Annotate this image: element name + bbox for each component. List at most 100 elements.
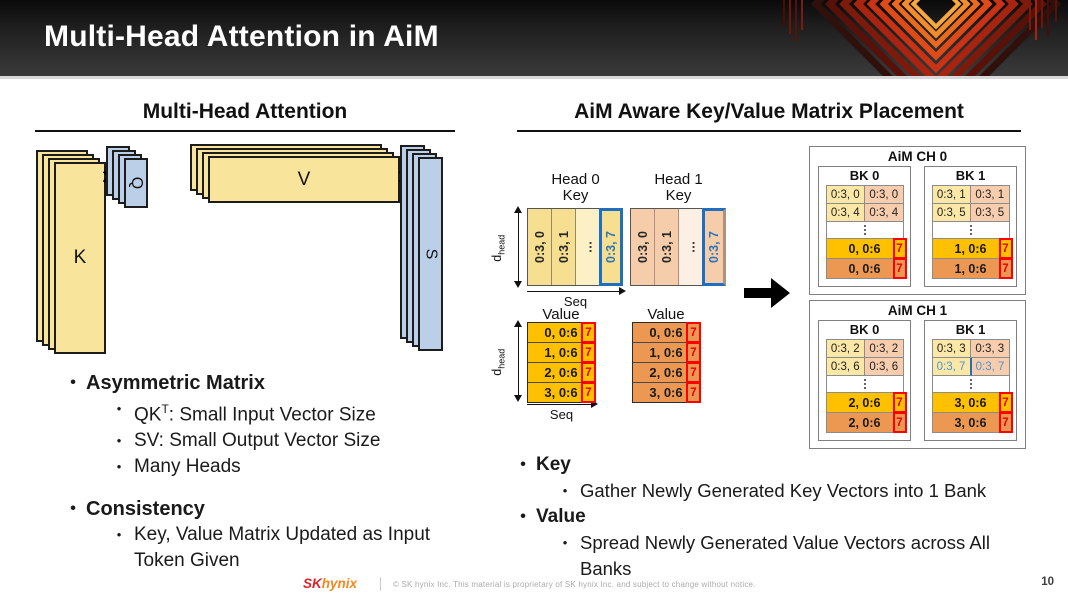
vertical-ellipsis-icon [932, 376, 1009, 393]
bullet-subitem: • Key, Value Matrix Updated as Input Tok… [104, 522, 434, 574]
bank-cell: 0:3, 4 [865, 204, 903, 222]
table-row: 0:3, 2 0:3, 2 [826, 340, 903, 358]
dhead-axis-label: dhead [489, 234, 507, 262]
bank-cell: 0:3, 3 [932, 340, 971, 358]
matrix-label-s: S [422, 248, 440, 260]
page-title: Multi-Head Attention in AiM [44, 20, 439, 53]
matrix-label-k: K [73, 247, 87, 268]
bank-title: BK 1 [955, 168, 986, 183]
bullet-icon: • [562, 535, 568, 550]
table-row: 0:3, 6 0:3, 6 [826, 358, 903, 376]
bullet-text: Key, Value Matrix Updated as Input Token… [134, 524, 431, 572]
key-col: 0:3, 0 [528, 209, 552, 285]
bullet-text: Asymmetric Matrix [86, 372, 265, 394]
dhead-axis-icon [514, 206, 522, 288]
bank-cell: 0:3, 6 [865, 358, 903, 376]
matrix-label-q: Q [127, 176, 145, 190]
bank-cell: 0:3, 1 [932, 186, 971, 204]
bullet-text: Spread Newly Generated Value Vectors acr… [580, 532, 990, 579]
left-bullet-list: • Asymmetric Matrix • QKT: Small Input V… [60, 370, 480, 574]
bank-cell: 0:3, 0 [826, 186, 865, 204]
page-number: 10 [1041, 576, 1054, 588]
bullet-subitem: • SV: Small Output Vector Size [104, 428, 480, 454]
bank-title: BK 0 [849, 322, 880, 337]
seq-axis-label: Seq [549, 407, 574, 422]
bank-cell: 0:3, 6 [826, 358, 865, 376]
key-col: … [576, 209, 600, 285]
key-col: 0:3, 0 [631, 209, 655, 285]
bullet-icon: • [70, 374, 76, 391]
bullet-subitem: • Gather Newly Generated Key Vectors int… [550, 478, 1055, 504]
bank-cell: 0:3, 5 [932, 204, 971, 222]
head1-key-matrix: 0:3, 0 0:3, 1 … 0:3, 7 [630, 208, 726, 286]
bullet-icon: • [520, 456, 526, 473]
bullet-icon: • [116, 459, 122, 475]
table-row-highlighted: 0:3, 7 0:3, 7 [932, 358, 1009, 376]
footer: SKhynix © SK hynix Inc. This material is… [0, 575, 1068, 595]
table-row: 0:3, 4 0:3, 4 [826, 204, 903, 222]
header-bar: Multi-Head Attention in AiM [0, 0, 1068, 79]
bank-highlight-cell: 7 [892, 392, 907, 413]
bullet-icon: • [116, 433, 122, 449]
right-heading-rule [517, 130, 1021, 132]
bank-title: BK 0 [849, 168, 880, 183]
bank-highlight-cell: 7 [581, 362, 596, 383]
head0-key-matrix: 0:3, 0 0:3, 1 … 0:3, 7 [527, 208, 623, 286]
seq-axis-icon [527, 400, 598, 408]
bullet-icon: • [520, 508, 526, 525]
left-section-heading: Multi-Head Attention [142, 100, 348, 123]
bank-highlight-cell: 7 [581, 322, 596, 343]
table-row: 0:3, 3 0:3, 3 [932, 340, 1009, 358]
bullet-text: QKT: Small Input Vector Size [134, 402, 376, 426]
bank-highlight-cell: 7 [686, 382, 701, 403]
bullet-icon: • [70, 500, 76, 518]
bullet-subitem: • Spread Newly Generated Value Vectors a… [550, 530, 995, 582]
table-row: 0:3, 0 0:3, 0 [826, 186, 903, 204]
footer-separator [380, 577, 381, 591]
seq-axis-icon [527, 287, 626, 295]
bank-highlight-cell: 7 [892, 238, 907, 259]
key-col-highlighted: 0:3, 7 [599, 208, 623, 286]
channel-box-1: AiM CH 1 BK 0 0:3, 2 0:3, 2 0:3, 6 0:3, … [809, 300, 1026, 449]
bank-cell: 0:3, 3 [971, 340, 1009, 358]
bank-cell: 0:3, 5 [971, 204, 1009, 222]
head0-value-title: Value [542, 306, 580, 323]
sheet-front: K [54, 162, 106, 354]
key-col-highlighted: 0:3, 7 [702, 208, 726, 286]
bank-highlight-cell: 7 [998, 412, 1013, 433]
key-col: … [679, 209, 703, 285]
bullet-icon: • [562, 483, 568, 498]
bank-highlight-cell: 7 [581, 342, 596, 363]
bullet-item: • Asymmetric Matrix [60, 370, 480, 396]
channel-title: AiM CH 1 [887, 303, 948, 318]
bullet-text: Value [536, 506, 586, 527]
bullet-text: SV: Small Output Vector Size [134, 430, 381, 452]
bullet-item: • Value [510, 504, 1055, 530]
bullet-subitem: • Many Heads [104, 454, 480, 480]
bank-cell: 0:3, 0 [865, 186, 903, 204]
bank-highlight-cell: 7 [686, 362, 701, 383]
sheet-front: S [418, 157, 443, 351]
bullet-text: Consistency [86, 498, 205, 521]
